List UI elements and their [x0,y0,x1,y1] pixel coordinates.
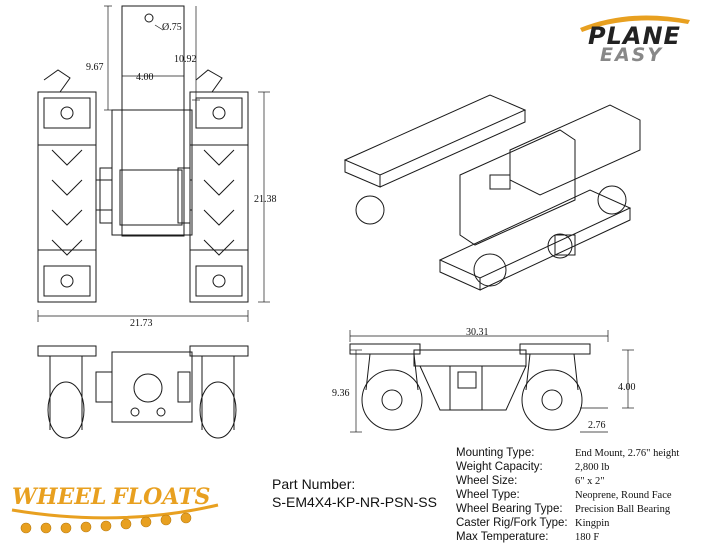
dim-side-height: 9.36 [332,388,350,399]
dim-pin-hole: Ø.75 [162,22,182,33]
top-view-drawing [37,5,249,303]
spec-label-wheel-size: Wheel Size: [456,475,518,487]
front-view-drawing [37,345,249,439]
wheel-floats-dots-decoration [20,512,192,534]
wheel-floats-logo-b: FLOATS [112,484,211,510]
isometric-view-drawing [343,94,641,291]
dim-inner-width: 4.00 [136,72,154,83]
side-view-drawing [349,343,591,431]
part-number-value: S-EM4X4-KP-NR-PSN-SS [272,494,437,510]
spec-value-wheel-type: Neoprene, Round Face [575,490,672,501]
spec-label-caster-rig-type: Caster Rig/Fork Type: [456,517,568,529]
spec-value-mounting-type: End Mount, 2.76" height [575,448,680,459]
plane-easy-logo-top: PLANE [588,22,681,50]
spec-value-weight-capacity: 2,800 lb [575,462,610,473]
spec-label-wheel-type: Wheel Type: [456,489,520,501]
spec-label-wheel-bearing-type: Wheel Bearing Type: [456,503,563,515]
plane-easy-logo-bottom: EASY [600,44,664,66]
dim-side-length: 30.31 [466,327,489,338]
dim-overall-length: 21.38 [254,194,277,205]
dim-height-10-92: 10.92 [174,54,197,65]
dim-side-mount: 4.00 [618,382,636,393]
spec-value-max-temperature: 180 F [575,532,600,543]
dim-overall-width: 21.73 [130,318,153,329]
spec-value-wheel-size: 6" x 2" [575,476,605,487]
spec-value-caster-rig-type: Kingpin [575,518,610,529]
part-number-label: Part Number: [272,476,356,492]
spec-label-mounting-type: Mounting Type: [456,447,535,459]
dim-side-clearance: 2.76 [588,420,606,431]
spec-label-weight-capacity: Weight Capacity: [456,461,543,473]
dim-height-9-67: 9.67 [86,62,104,73]
spec-label-max-temperature: Max Temperature: [456,531,549,543]
wheel-floats-logo-a: WHEEL [12,484,107,510]
spec-value-wheel-bearing-type: Precision Ball Bearing [575,504,671,515]
